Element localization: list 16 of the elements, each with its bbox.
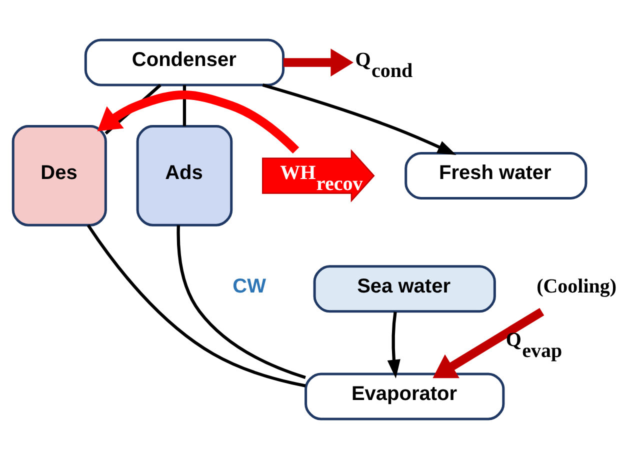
arrow xyxy=(262,84,456,155)
node-box: Condenser xyxy=(84,38,285,86)
connector xyxy=(86,224,306,388)
arrow xyxy=(432,308,544,378)
node-text: (Cooling) xyxy=(536,275,617,298)
node-box: Des xyxy=(12,125,107,226)
connector xyxy=(182,85,186,126)
arrow xyxy=(283,48,354,76)
label: CW xyxy=(232,275,266,298)
connector xyxy=(176,225,306,379)
arrow xyxy=(97,90,300,154)
node-box: Evaporator xyxy=(304,372,505,420)
node-box: Fresh water xyxy=(404,152,588,200)
node-box: Ads xyxy=(136,125,233,226)
node-box: Sea water xyxy=(313,265,496,313)
arrow xyxy=(387,312,400,379)
